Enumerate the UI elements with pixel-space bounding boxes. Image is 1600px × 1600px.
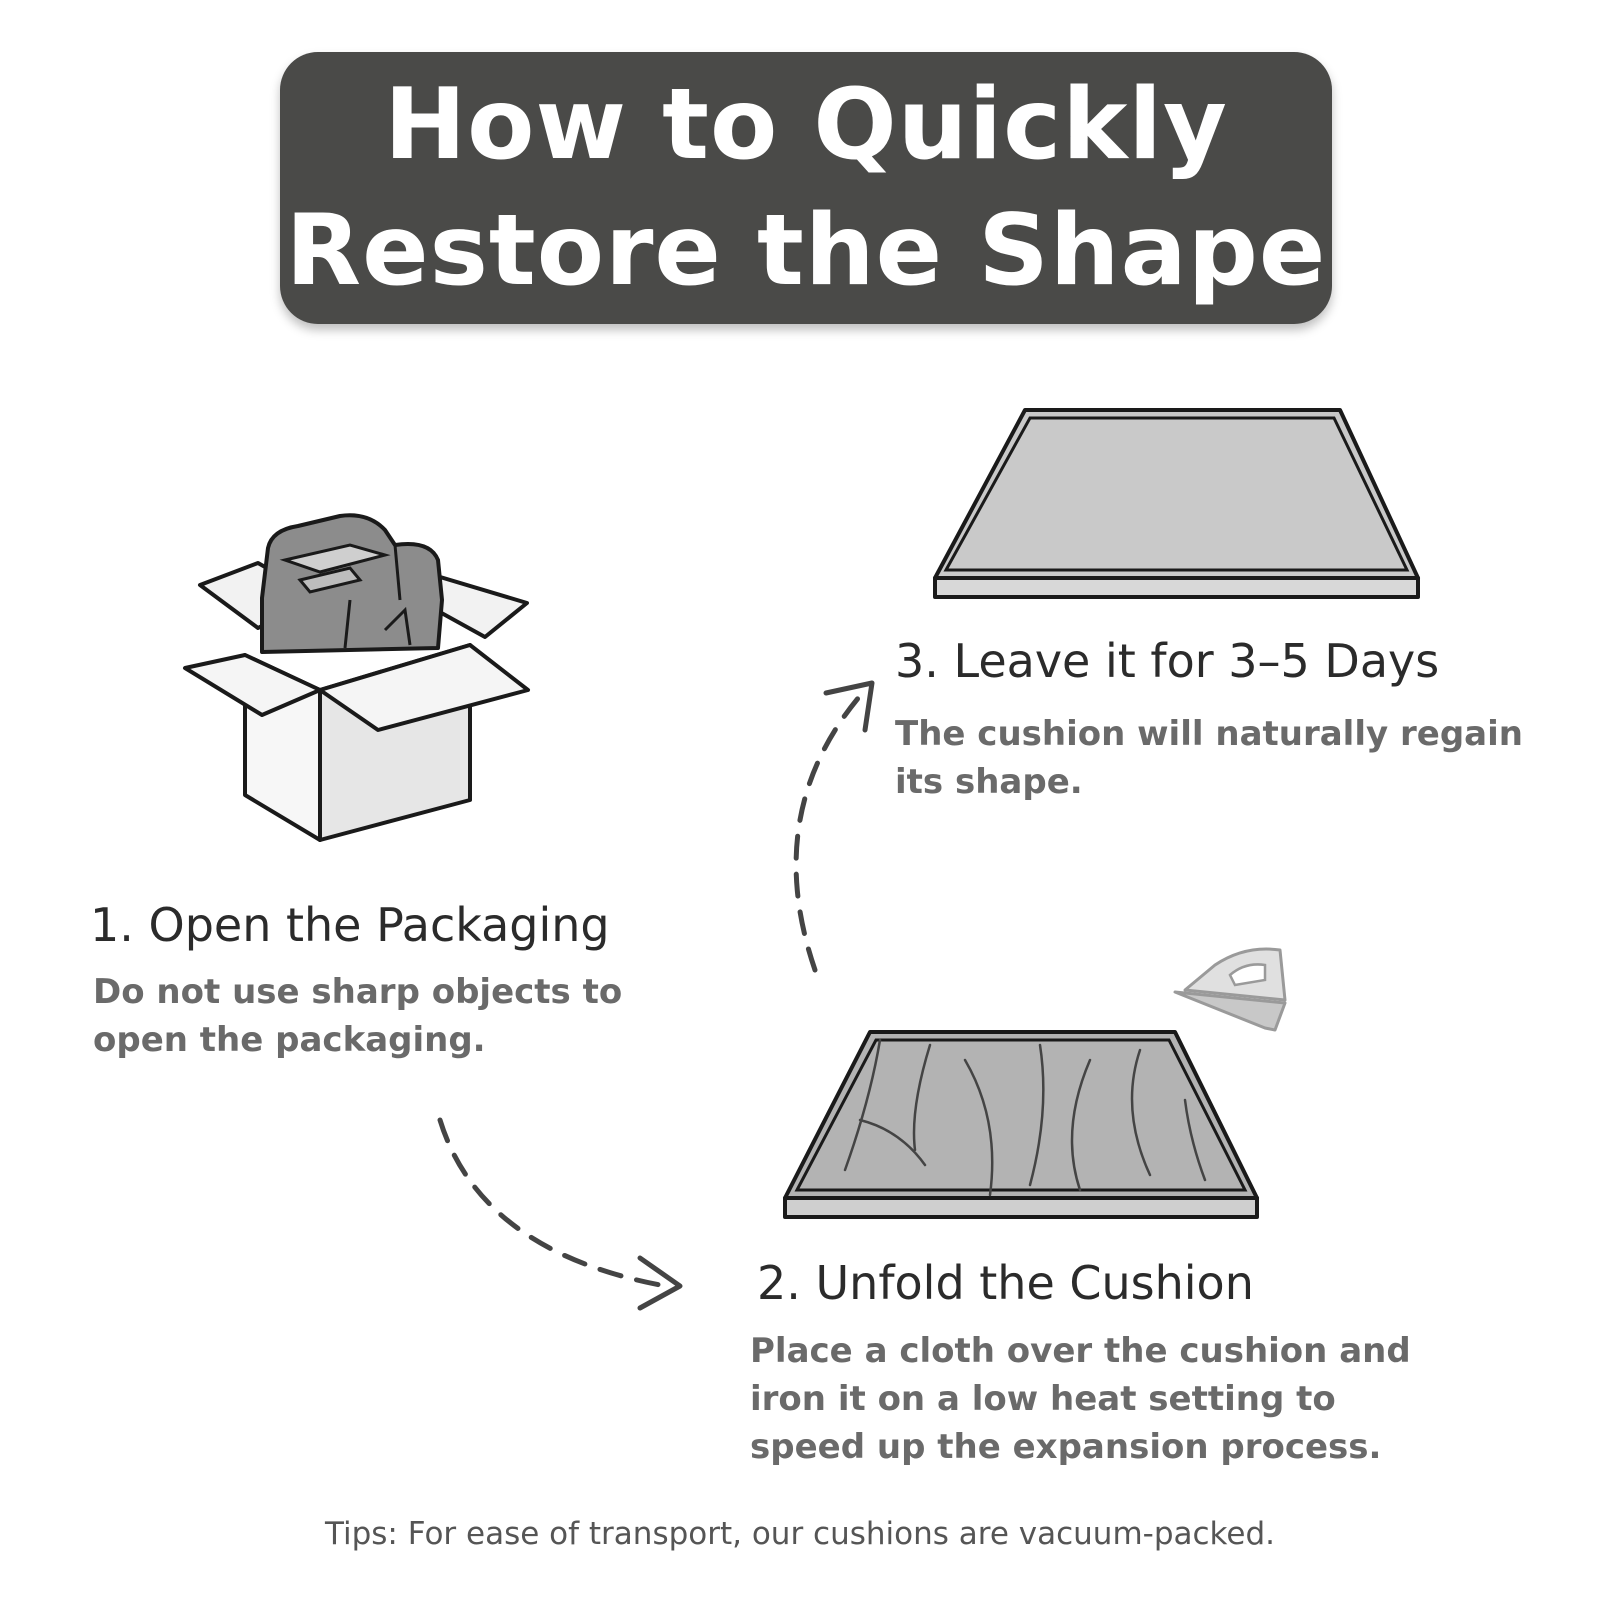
step-1-description: Do not use sharp objects to open the pac… [93, 972, 623, 1060]
arrow-step2-to-step3 [793, 680, 875, 973]
step-2-description: Place a cloth over the cushion and iron … [750, 1331, 1411, 1467]
step-3-description: The cushion will naturally regain its sh… [895, 714, 1523, 802]
step-2-title: 2. Unfold the Cushion [757, 1256, 1254, 1310]
tips-note: Tips: For ease of transport, our cushion… [325, 1516, 1275, 1552]
wrinkled-cushion-with-iron-icon [783, 947, 1287, 1219]
title-banner: How to Quickly Restore the Shape [280, 52, 1332, 324]
flat-cushion-icon [933, 408, 1420, 599]
arrow-step1-to-step2 [437, 1117, 683, 1311]
title-line-1: How to Quickly [384, 68, 1228, 182]
iron-icon [1173, 947, 1287, 1032]
title-line-2: Restore the Shape [285, 194, 1327, 308]
step-1-title: 1. Open the Packaging [90, 898, 610, 952]
open-box-with-compressed-cushion-icon [183, 513, 530, 842]
step-3-title: 3. Leave it for 3–5 Days [895, 634, 1440, 688]
